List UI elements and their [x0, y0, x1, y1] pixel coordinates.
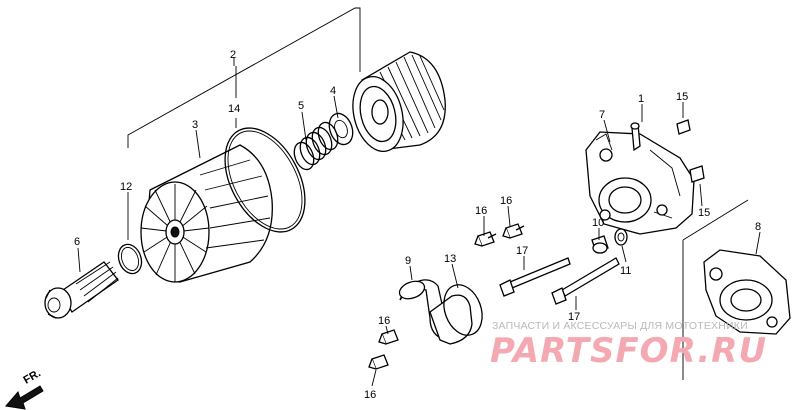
- watermark: ЗАПЧАСТИ И АКСЕССУАРЫ ДЛЯ МОТОТЕХНИКИ PA…: [490, 320, 767, 371]
- part-16-bolts: [368, 223, 525, 370]
- label-part-7: 7: [599, 109, 605, 121]
- label-part-16-b: 16: [500, 195, 512, 207]
- label-part-10: 10: [592, 217, 604, 229]
- label-part-14: 14: [228, 103, 240, 115]
- label-part-16-a: 16: [475, 205, 487, 217]
- label-part-5: 5: [298, 100, 304, 112]
- label-part-4: 4: [330, 85, 336, 97]
- label-part-3: 3: [192, 119, 198, 131]
- part-labels: 2 14 3 5 4 12 6 1 7 15 15 8 16 16 10 9 1…: [74, 49, 761, 401]
- part-3-filter-cover: [140, 144, 273, 283]
- part-2-filter-element: [352, 51, 446, 152]
- part-15-dowel-pins: [676, 119, 705, 183]
- part-8-pump-cover: [703, 249, 791, 335]
- label-part-15-side: 15: [698, 207, 710, 219]
- label-part-15-top: 15: [676, 91, 688, 103]
- label-part-16-c: 16: [378, 315, 390, 327]
- label-part-1: 1: [638, 93, 644, 105]
- part-11-washer: [614, 228, 628, 246]
- watermark-tagline: ЗАПЧАСТИ И АКСЕССУАРЫ ДЛЯ МОТОТЕХНИКИ: [492, 320, 748, 332]
- label-part-11: 11: [620, 265, 631, 277]
- label-part-16-d: 16: [364, 389, 376, 401]
- part-13-o-ring: [443, 284, 483, 336]
- part-4-washer: [328, 112, 354, 146]
- part-1-pump-body: [585, 122, 695, 235]
- label-part-2: 2: [230, 49, 236, 61]
- label-part-6: 6: [74, 236, 80, 248]
- watermark-brand: PARTSFOR.RU: [490, 331, 767, 371]
- label-part-12: 12: [120, 181, 132, 193]
- part-5-spring: [293, 121, 339, 171]
- front-arrow-icon: [5, 385, 44, 410]
- part-17-long-bolts: [499, 257, 620, 305]
- part-6-center-bolt: [44, 261, 119, 319]
- leader-lines: [77, 58, 761, 387]
- label-part-9: 9: [405, 255, 411, 267]
- label-part-13: 13: [444, 253, 456, 265]
- front-direction-indicator: FR.: [5, 367, 44, 410]
- front-direction-label: FR.: [22, 367, 43, 386]
- part-12-o-ring: [117, 243, 143, 275]
- label-part-17-b: 17: [568, 311, 580, 323]
- label-part-8: 8: [755, 221, 761, 233]
- part-14-large-o-ring: [224, 127, 306, 233]
- part-10-bolt: [591, 235, 609, 254]
- part-7-pump-cover-detail: [595, 133, 613, 151]
- assembly-bracket-lines: [127, 7, 749, 380]
- label-part-17-a: 17: [516, 245, 528, 257]
